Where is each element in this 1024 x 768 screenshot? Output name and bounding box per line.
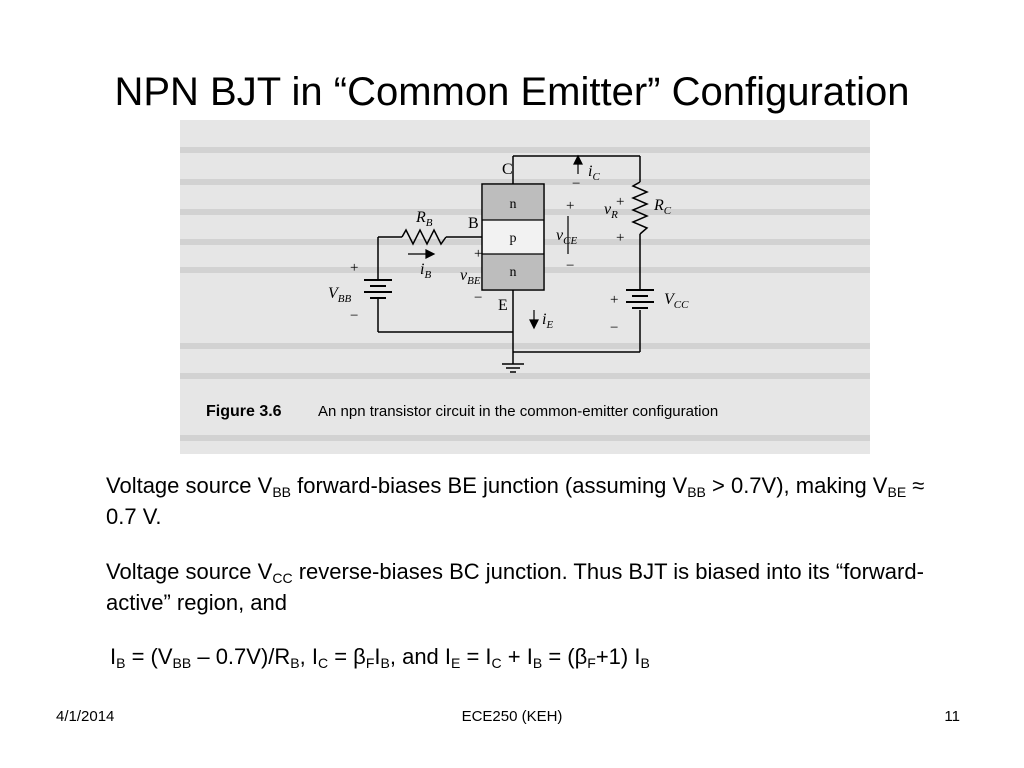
vcc-plus: +: [610, 292, 618, 308]
paragraph-vbb: Voltage source VBB forward-biases BE jun…: [106, 473, 925, 529]
figure-caption-number: Figure 3.6: [206, 403, 282, 420]
vbe-minus: −: [474, 290, 482, 306]
vcc-label: VCC: [664, 291, 689, 311]
ground-icon: [502, 363, 524, 373]
circuit-diagram: n p n: [180, 147, 870, 441]
vce-label: vCE: [556, 227, 577, 247]
vbb-plus: +: [350, 260, 358, 276]
vr-minus: +: [616, 230, 624, 246]
resistor-rc-icon: [631, 181, 649, 235]
terminal-e-label: E: [498, 297, 508, 314]
vbb-label: VBB: [328, 285, 352, 305]
vcc-minus: −: [610, 320, 618, 336]
rc-label: RC: [653, 197, 672, 217]
ic-minus: −: [572, 176, 580, 192]
slide-title: NPN BJT in “Common Emitter” Configuratio…: [114, 70, 910, 114]
vr-label: vR: [604, 201, 618, 221]
ie-label: iE: [542, 311, 553, 331]
footer-course: ECE250 (KEH): [461, 708, 563, 725]
vce-plus: +: [566, 198, 574, 214]
circuit-wires: [377, 155, 641, 364]
terminal-c-label: C: [502, 161, 513, 178]
vbb-minus: −: [350, 308, 358, 324]
region-p: p: [510, 231, 517, 246]
footer-page-number: 11: [944, 708, 960, 725]
circuit-figure: n p n: [180, 120, 870, 454]
vr-plus: +: [616, 194, 624, 210]
figure-caption-text: An npn transistor circuit in the common-…: [318, 403, 718, 420]
region-n-top: n: [510, 197, 517, 212]
battery-vbb-icon: [364, 279, 392, 299]
vce-minus: −: [566, 258, 574, 274]
terminal-b-label: B: [468, 215, 479, 232]
collector-region: [483, 185, 543, 220]
vbe-label: vBE: [460, 267, 481, 287]
paragraph-vcc: Voltage source VCC reverse-biases BC jun…: [106, 559, 924, 615]
footer-date: 4/1/2014: [56, 708, 115, 725]
ib-label: iB: [420, 261, 431, 281]
region-n-bottom: n: [510, 265, 517, 280]
resistor-rb-icon: [401, 228, 447, 246]
ic-label: iC: [588, 163, 600, 183]
battery-vcc-icon: [626, 289, 654, 309]
rb-label: RB: [415, 209, 433, 229]
current-arrows: [408, 154, 583, 330]
vbe-plus: +: [474, 246, 482, 262]
current-equations: IB = (VBB – 0.7V)/RB, IC = βFIB, and IE …: [110, 644, 650, 671]
emitter-region: [483, 254, 543, 289]
